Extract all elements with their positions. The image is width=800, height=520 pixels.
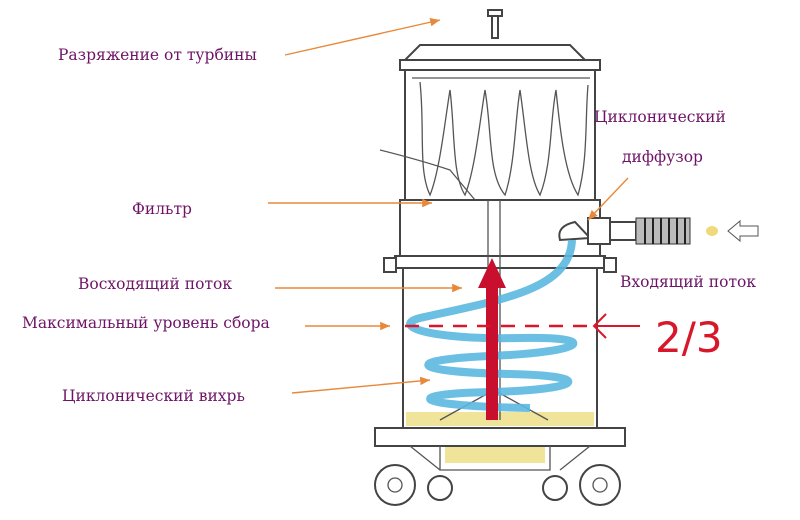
filter-bag xyxy=(412,77,590,197)
label-turbine-vacuum: Разряжение от турбины xyxy=(58,46,257,64)
pointer-vortex xyxy=(291,376,431,394)
label-cyclonic-diffuser-1: Циклонический xyxy=(594,108,726,126)
label-incoming-flow: Входящий поток xyxy=(620,273,756,291)
clamp-left xyxy=(383,257,397,273)
vacuum-machine-illustration xyxy=(374,9,759,506)
pointer-diffuser xyxy=(587,177,629,221)
label-fill-fraction: 2/3 xyxy=(655,313,723,362)
incoming-arrow-icon xyxy=(727,219,759,243)
top-knob xyxy=(487,9,503,39)
clamp-right xyxy=(603,257,617,273)
wheels xyxy=(374,464,621,506)
label-cyclonic-diffuser-2: диффузор xyxy=(622,148,703,166)
lid-rim xyxy=(399,59,601,71)
label-upward-flow: Восходящий поток xyxy=(78,275,232,293)
label-cyclonic-vortex: Циклонический вихрь xyxy=(62,387,245,405)
label-max-level: Максимальный уровень сбора xyxy=(22,314,270,332)
label-filter: Фильтр xyxy=(132,200,192,218)
inlet-hose xyxy=(558,217,759,245)
max-level-red-arrow xyxy=(592,313,640,339)
lid xyxy=(402,44,588,61)
filter-housing xyxy=(404,69,596,201)
pointer-turbine xyxy=(284,18,441,56)
upward-flow-arrow xyxy=(478,258,506,420)
handle xyxy=(379,149,476,201)
base-frame xyxy=(374,427,626,447)
